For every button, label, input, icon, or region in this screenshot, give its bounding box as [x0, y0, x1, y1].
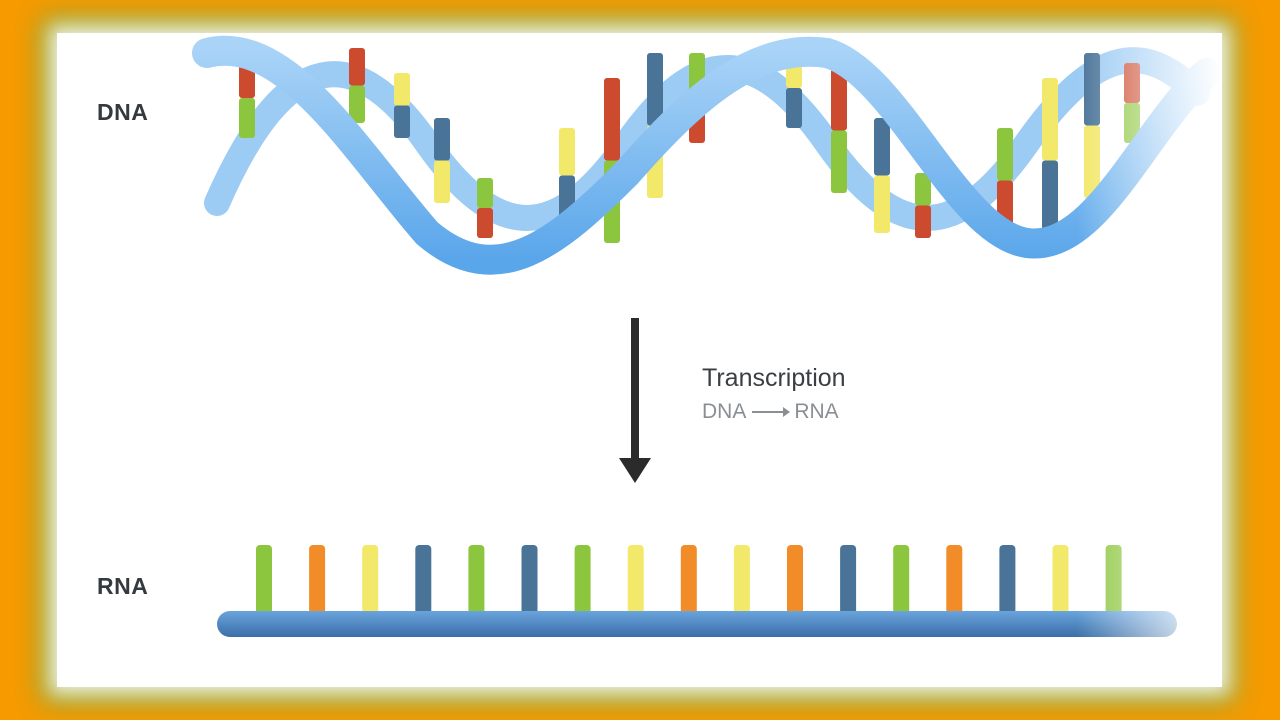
dna-base-pair-top: [477, 178, 493, 208]
diagram-canvas: [192, 33, 1222, 687]
rna-base: [999, 545, 1016, 620]
rna-base: [309, 545, 326, 620]
helix-strand-front: [192, 35, 1222, 275]
rna-base: [415, 545, 432, 620]
dna-base-pair-top: [874, 118, 890, 176]
dna-base-pair-bottom: [831, 130, 847, 193]
rna-base: [1052, 545, 1069, 620]
dna-base-pair-top: [997, 128, 1013, 181]
diagram-panel: DNA RNA Transcription DNA RNA: [57, 33, 1222, 687]
dna-base-pair-bottom: [874, 175, 890, 233]
helix-strand-back: [204, 47, 1210, 231]
rna-strand: [217, 545, 1177, 637]
rna-base: [256, 545, 272, 620]
rna-backbone: [217, 611, 1177, 637]
dna-base-pair-top: [604, 78, 620, 161]
rna-base: [946, 545, 963, 620]
transcription-arrow: [619, 318, 651, 483]
rna-base: [893, 545, 910, 620]
dna-base-pair-top: [1042, 78, 1058, 161]
dna-base-pair-top: [559, 128, 575, 176]
right-arrow-icon: [752, 407, 791, 417]
rna-base: [362, 545, 379, 620]
dna-base-pair-top: [831, 68, 847, 131]
dna-label: DNA: [97, 99, 149, 125]
dna-base-pair-bottom: [786, 88, 802, 128]
rna-base: [787, 545, 803, 620]
rna-label: RNA: [97, 573, 149, 599]
dna-base-pair-top: [647, 53, 663, 126]
rna-base: [680, 545, 697, 620]
dna-base-pair-top: [915, 173, 931, 206]
dna-base-pair-bottom: [477, 208, 493, 238]
dna-helix: [192, 35, 1222, 275]
dna-base-pair-bottom: [239, 98, 255, 138]
dna-base-pair-bottom: [915, 205, 931, 238]
dna-base-pair-bottom: [349, 85, 365, 123]
dna-base-pair-bottom: [394, 105, 410, 138]
rna-base: [627, 545, 644, 620]
rna-base: [840, 545, 857, 620]
rna-base: [574, 545, 591, 620]
dna-base-pair-top: [434, 118, 450, 161]
dna-base-pair-bottom: [1042, 160, 1058, 243]
dna-base-pair-bottom: [434, 160, 450, 203]
fade-overlay: [1077, 33, 1222, 687]
rna-base: [521, 545, 538, 620]
dna-base-pair-top: [349, 48, 365, 86]
transcription-title: Transcription: [702, 364, 846, 392]
transcription-from: DNA: [702, 400, 747, 423]
transcription-to: RNA: [794, 400, 839, 423]
transcription-subtitle: DNA RNA: [702, 400, 839, 424]
rna-base: [733, 545, 750, 620]
dna-base-pair-top: [394, 73, 410, 106]
rna-base: [468, 545, 485, 620]
